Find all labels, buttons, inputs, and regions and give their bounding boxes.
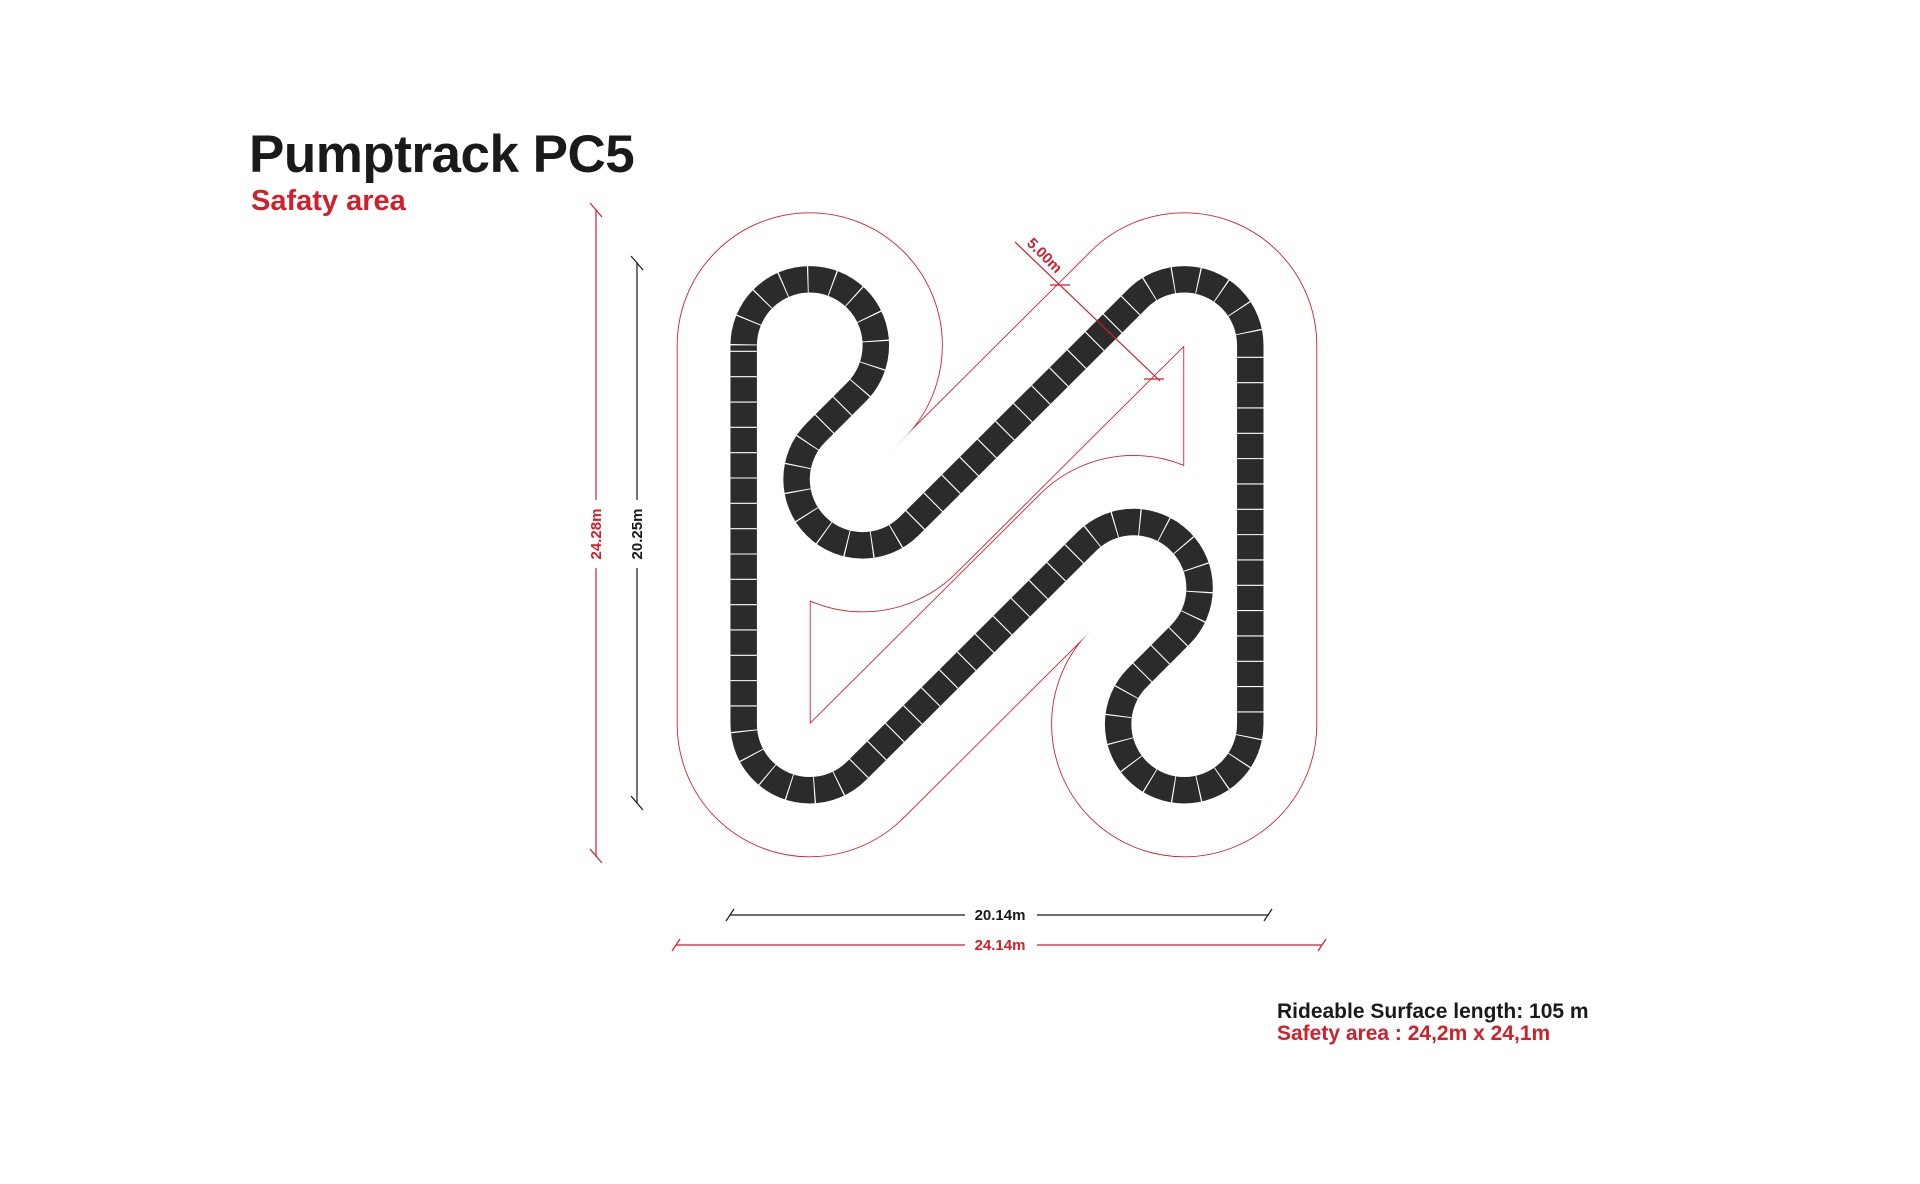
track-width-label: 20.14m <box>975 907 1026 924</box>
surface-length-text: Rideable Surface length: 105 m <box>1277 1000 1589 1023</box>
safety-height-label: 24.28m <box>588 509 605 560</box>
track-width-dimension: 20.14m <box>725 907 1273 924</box>
safety-area-text: Safety area : 24,2m x 24,1m <box>1277 1022 1551 1045</box>
track-height-label: 20.25m <box>629 509 646 560</box>
safety-width-dimension: 24.14m <box>671 937 1327 954</box>
safety-height-dimension: 24.28m <box>588 202 605 864</box>
page-subtitle: Safaty area <box>251 185 406 217</box>
track-info: Rideable Surface length: 105 m Safety ar… <box>1277 1001 1589 1045</box>
track-height-dimension: 20.25m <box>629 255 646 811</box>
page-title: Pumptrack PC5 <box>249 125 635 184</box>
safety-width-label: 24.14m <box>975 937 1026 954</box>
